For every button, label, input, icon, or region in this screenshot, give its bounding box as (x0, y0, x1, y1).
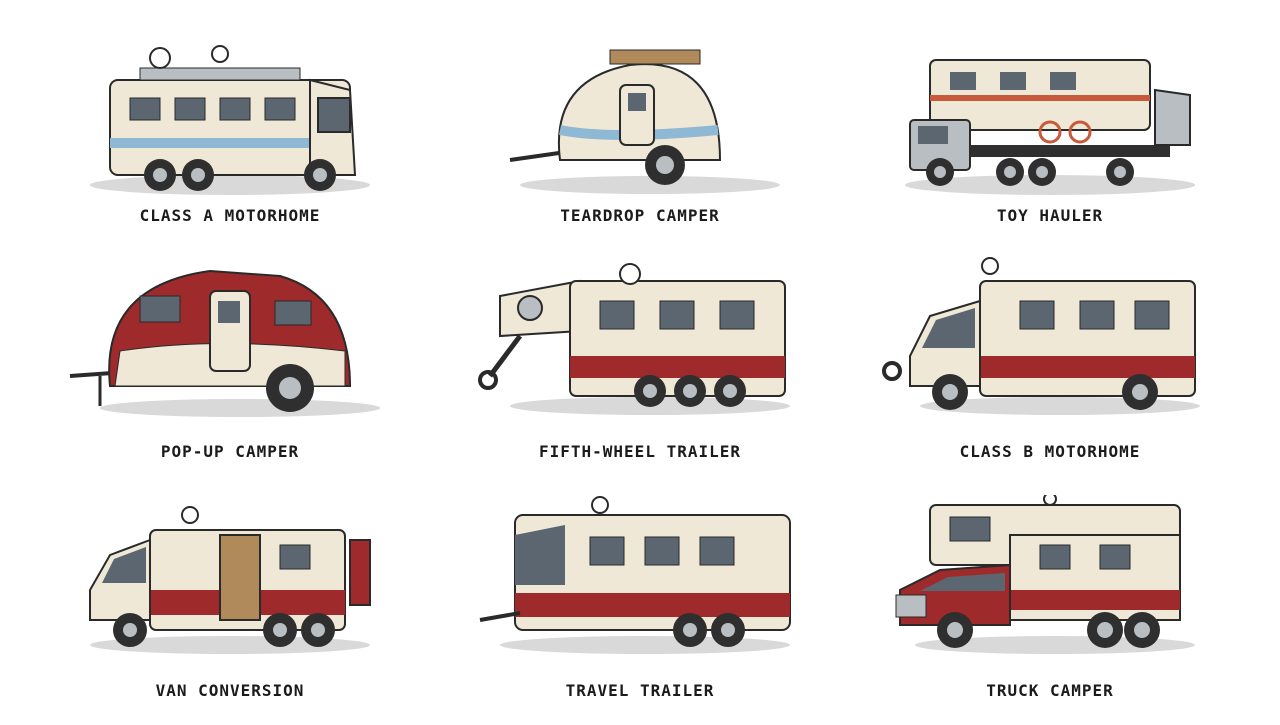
vehicle-card-pop-up: POP-UP CAMPER (50, 256, 410, 486)
vehicle-card-fifth-wheel: FIFTH-WHEEL TRAILER (460, 256, 820, 486)
vehicle-label: TEARDROP CAMPER (560, 206, 720, 225)
vehicle-card-truck-camper: TRUCK CAMPER (870, 495, 1230, 725)
vehicle-label: VAN CONVERSION (155, 681, 305, 700)
van-conversion-illustration (89, 506, 371, 654)
class-a-motorhome-illustration (90, 45, 370, 195)
vehicle-card-travel-trailer: TRAVEL TRAILER (460, 495, 820, 725)
vehicle-label: CLASS A MOTORHOME (139, 206, 321, 225)
vehicle-card-class-b: CLASS B MOTORHOME (870, 256, 1230, 486)
class-b-motorhome-illustration (882, 257, 1200, 415)
vehicle-card-toy-hauler: TOY HAULER (870, 20, 1230, 250)
vehicle-label: TRUCK CAMPER (986, 681, 1114, 700)
vehicle-card-teardrop: TEARDROP CAMPER (460, 20, 820, 250)
vehicle-card-class-a: CLASS A MOTORHOME (50, 20, 410, 250)
toy-hauler-illustration (905, 59, 1195, 195)
vehicle-card-van-conversion: VAN CONVERSION (50, 495, 410, 725)
travel-trailer-illustration (479, 496, 791, 654)
vehicle-label: POP-UP CAMPER (160, 442, 300, 461)
teardrop-camper-illustration (509, 49, 780, 194)
vehicle-label: CLASS B MOTORHOME (959, 442, 1141, 461)
vehicle-label: TOY HAULER (996, 206, 1104, 225)
truck-camper-illustration (895, 495, 1195, 654)
fifth-wheel-trailer-illustration (478, 263, 790, 415)
pop-up-camper-illustration (69, 269, 380, 417)
vehicle-label: FIFTH-WHEEL TRAILER (538, 442, 742, 461)
vehicle-label: TRAVEL TRAILER (565, 681, 715, 700)
